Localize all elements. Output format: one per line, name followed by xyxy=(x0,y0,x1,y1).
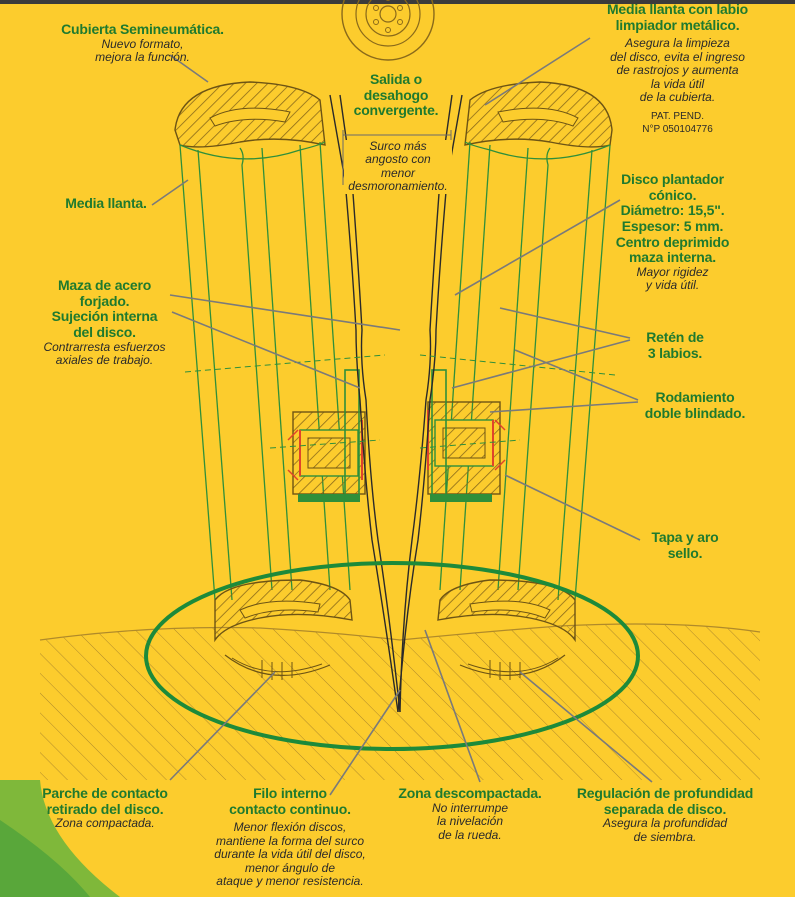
cubierta-text: Nuevo formato, mejora la función. xyxy=(95,36,190,65)
label-salida: Salida o desahogo convergente xyxy=(340,71,452,119)
disco-text: Mayor rigidez y vida útil. xyxy=(636,265,709,293)
cubierta-title: Cubierta Semineumática xyxy=(20,21,265,38)
zona-text: No interrumpe la nivelación de la rueda. xyxy=(431,800,509,842)
regulacion-title: Regulación de profundidad separada de di… xyxy=(560,785,770,817)
label-media-llanta: Media llanta xyxy=(56,195,156,212)
label-disco: Disco plantador cónico Diámetro: 15,5" E… xyxy=(585,171,760,293)
zona-title: Zona descompactada xyxy=(395,785,545,802)
label-maza: Maza de acero forjado. Sujeción interna … xyxy=(22,277,187,368)
label-rodamiento: Rodamiento doble blindado xyxy=(630,389,760,421)
disco-espesor: Espesor: 5 mm xyxy=(585,218,760,235)
media-llanta-title: Media llanta xyxy=(56,195,156,212)
label-cubierta: Cubierta Semineumática Nuevo formato, me… xyxy=(20,21,265,65)
contact-zone-ellipse xyxy=(144,561,640,751)
rodamiento-title: Rodamiento doble blindado xyxy=(630,389,760,421)
maza-text: Contrarresta esfuerzos axiales de trabaj… xyxy=(43,339,166,368)
surco-text: Surco más angosto con menor desmoronamie… xyxy=(348,139,448,194)
left-wheel xyxy=(174,81,366,680)
corner-decoration-dark xyxy=(0,820,90,897)
tapa-title: Tapa y aro sello xyxy=(635,529,735,561)
filo-text: Menor flexión discos, mantiene la forma … xyxy=(214,820,366,889)
top-border xyxy=(0,0,795,4)
right-wheel xyxy=(427,81,613,680)
maza-title: Maza de acero forjado. Sujeción interna … xyxy=(22,277,187,341)
regulacion-text: Asegura la profundidad de siembra. xyxy=(602,816,728,844)
salida-title: Salida o desahogo convergente xyxy=(340,71,452,119)
disco-diametro: Diámetro: 15,5" xyxy=(585,203,760,219)
media-llanta-labio-text: Asegura la limpieza del disco, evita el … xyxy=(610,36,745,105)
label-reten: Retén de 3 labios xyxy=(625,329,725,361)
label-surco: Surco más angosto con menor desmoronamie… xyxy=(344,139,452,194)
filo-title: Filo interno contacto continuo xyxy=(190,785,390,817)
planter-discs xyxy=(329,94,463,713)
media-llanta-labio-title: Media llanta con labio limpiador metálic… xyxy=(565,1,790,33)
disco-title: Disco plantador cónico xyxy=(585,171,760,203)
label-filo: Filo interno contacto continuo Menor fle… xyxy=(190,785,390,889)
parche-title: Parche de contacto retirado del disco xyxy=(30,785,180,817)
parche-text: Zona compactada. xyxy=(55,816,155,831)
soil-surface xyxy=(39,623,761,641)
disco-centro: Centro deprimido maza interna xyxy=(585,234,760,266)
patent-line-2: N°P 050104776 xyxy=(642,123,713,135)
label-media-llanta-labio: Media llanta con labio limpiador metálic… xyxy=(565,1,790,135)
top-hub xyxy=(341,0,435,61)
label-tapa: Tapa y aro sello xyxy=(635,529,735,561)
axis-dashes xyxy=(184,354,616,449)
patent-line-1: PAT. PEND. xyxy=(651,110,704,122)
label-parche: Parche de contacto retirado del disco Zo… xyxy=(30,785,180,831)
label-regulacion: Regulación de profundidad separada de di… xyxy=(560,785,770,844)
label-zona: Zona descompactada No interrumpe la nive… xyxy=(395,785,545,842)
reten-title: Retén de 3 labios xyxy=(625,329,725,361)
